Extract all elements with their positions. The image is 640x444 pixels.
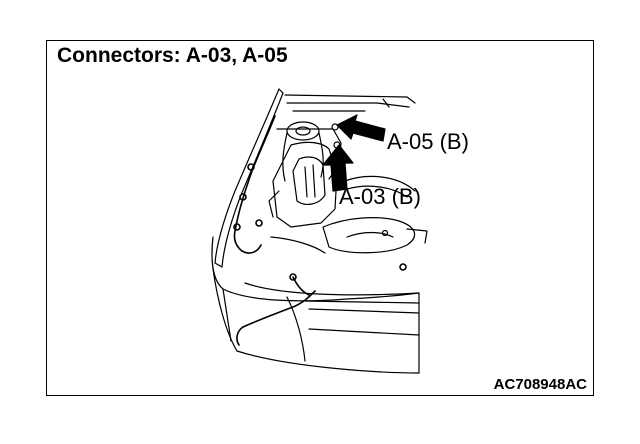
wiring-harness-left	[233, 115, 276, 254]
diagram-frame: Connectors: A-03, A-05 A-05 (B) A-03 (B)…	[46, 40, 594, 396]
callout-a05: A-05 (B)	[387, 129, 469, 154]
engine-block	[268, 141, 416, 228]
reference-code: AC708948AC	[493, 376, 587, 393]
wiring-harness-lower	[236, 263, 407, 346]
radiator-support	[270, 217, 428, 254]
callout-a03: A-03 (B)	[339, 184, 421, 209]
arrow-a03	[322, 144, 354, 192]
diagram-title: Connectors: A-03, A-05	[57, 44, 288, 67]
cowl-panel	[284, 94, 416, 112]
connector-a03-marker	[333, 141, 341, 149]
front-bumper	[211, 236, 420, 374]
arrow-a05	[336, 114, 386, 142]
engine-bay-illustration	[211, 88, 428, 374]
connector-a05-marker	[331, 123, 339, 131]
